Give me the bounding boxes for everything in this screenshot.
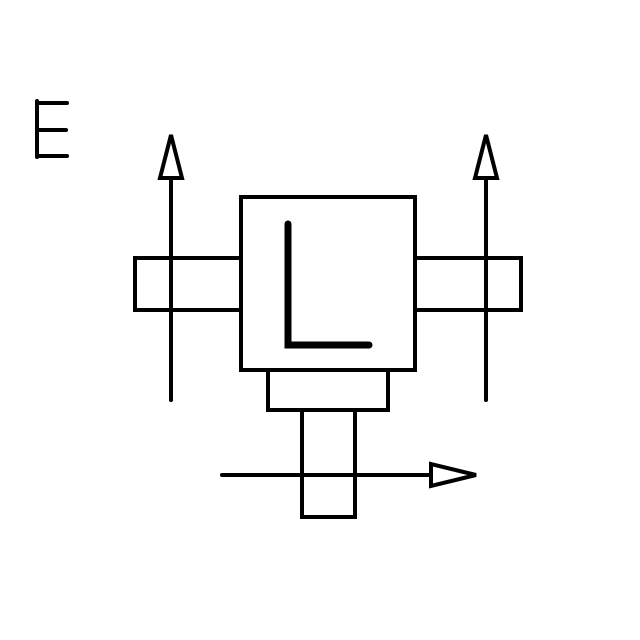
center-symbol-l [284, 220, 373, 349]
left-up-arrow [157, 134, 185, 402]
corner-label-e [35, 99, 69, 159]
right-up-arrow [472, 134, 500, 402]
bottom-right-arrow [220, 461, 477, 489]
bottom-output-shaft [300, 408, 357, 519]
